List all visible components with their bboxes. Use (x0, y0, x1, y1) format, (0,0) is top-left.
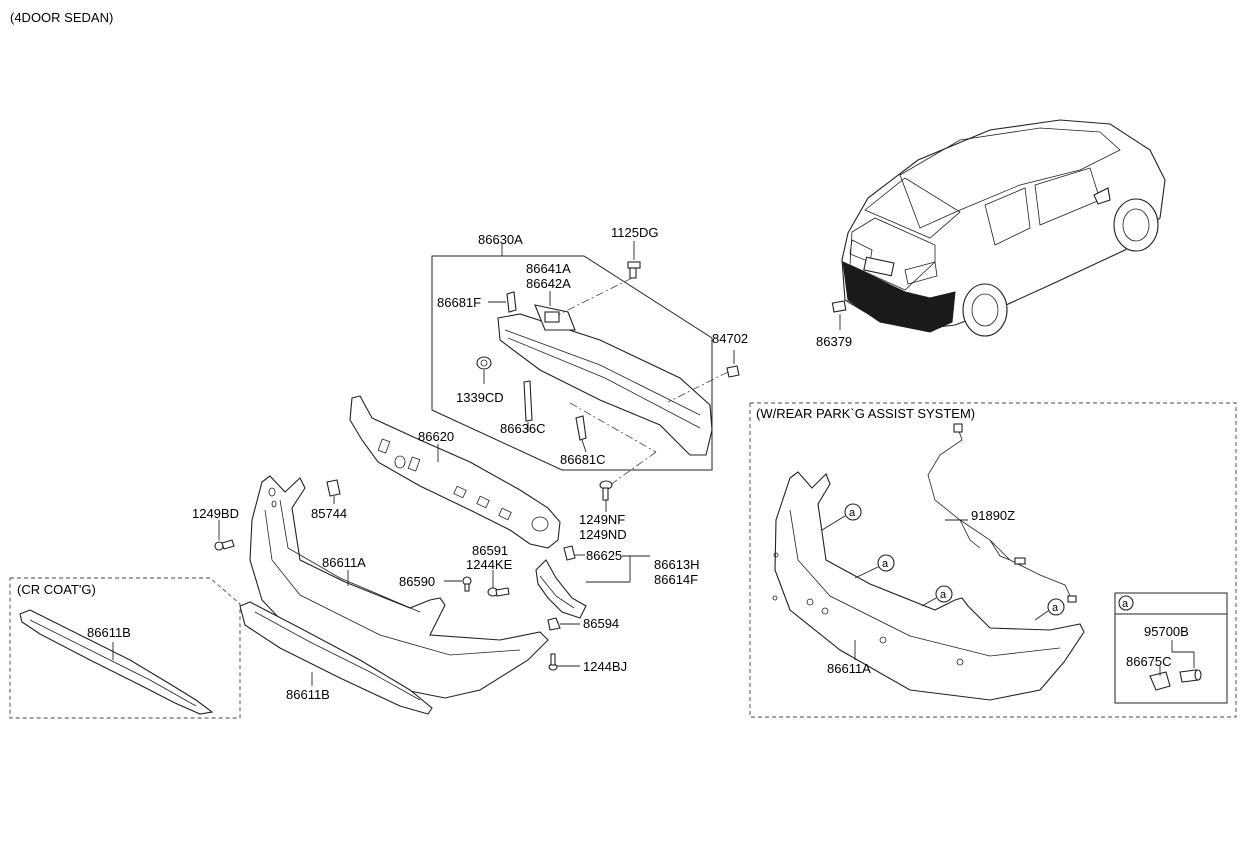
label-1249NF: 1249NF (579, 512, 625, 527)
bolt-1249BD (214, 520, 235, 551)
cr-coating-box (9, 577, 241, 719)
callout-a-2: a (882, 558, 889, 570)
lower-valance (239, 601, 433, 715)
label-86590: 86590 (399, 574, 435, 589)
label-86641A: 86641A (526, 261, 571, 276)
bolt-1249NF (599, 480, 613, 512)
label-1244KE: 1244KE (466, 557, 513, 572)
label-86591: 86591 (472, 543, 508, 558)
label-86681C: 86681C (560, 452, 606, 467)
callout-a-4: a (1052, 602, 1059, 614)
label-86620: 86620 (418, 429, 454, 444)
park-assist-title: (W/REAR PARK`G ASSIST SYSTEM) (756, 406, 975, 421)
label-91890Z: 91890Z (971, 508, 1015, 523)
callout-a-3: a (940, 589, 947, 601)
clip-85744 (326, 479, 341, 504)
label-86611B: 86611B (286, 687, 330, 702)
label-95700B: 95700B (1144, 624, 1189, 639)
label-86642A: 86642A (526, 276, 571, 291)
sensor-detail-box (1114, 592, 1228, 704)
cr-coating-title: (CR COAT'G) (17, 582, 96, 597)
energy-absorber (349, 395, 561, 549)
cr-label-86611B: 86611B (87, 625, 131, 640)
label-1339CD: 1339CD (456, 390, 504, 405)
screw-1244BJ (548, 653, 580, 671)
label-86594: 86594 (583, 616, 619, 631)
label-86614F: 86614F (654, 572, 698, 587)
label-86675C: 86675C (1126, 654, 1172, 669)
screw-86590 (444, 576, 472, 592)
label-86636C: 86636C (500, 421, 546, 436)
label-86379: 86379 (816, 334, 852, 349)
label-1244BJ: 1244BJ (583, 659, 627, 674)
label-84702: 84702 (712, 331, 748, 346)
label-86625: 86625 (586, 548, 622, 563)
label-park-86611A: 86611A (827, 661, 871, 676)
label-1249ND: 1249ND (579, 527, 627, 542)
bolt-1244KE (487, 570, 510, 597)
car-illustration (831, 119, 1166, 337)
label-86630A: 86630A (478, 232, 523, 247)
variant-title: (4DOOR SEDAN) (10, 10, 113, 25)
back-beam-assembly (431, 244, 740, 486)
label-86681F: 86681F (437, 295, 481, 310)
label-1125DG: 1125DG (611, 225, 658, 240)
detail-callout-a: a (1122, 598, 1129, 610)
callout-a-1: a (849, 507, 856, 519)
label-86611A: 86611A (322, 555, 366, 570)
side-bracket (535, 545, 650, 619)
clip-86594 (547, 617, 580, 631)
label-86613H: 86613H (654, 557, 700, 572)
park-assist-box (749, 402, 1237, 718)
label-1249BD: 1249BD (192, 506, 239, 521)
label-85744: 85744 (311, 506, 347, 521)
